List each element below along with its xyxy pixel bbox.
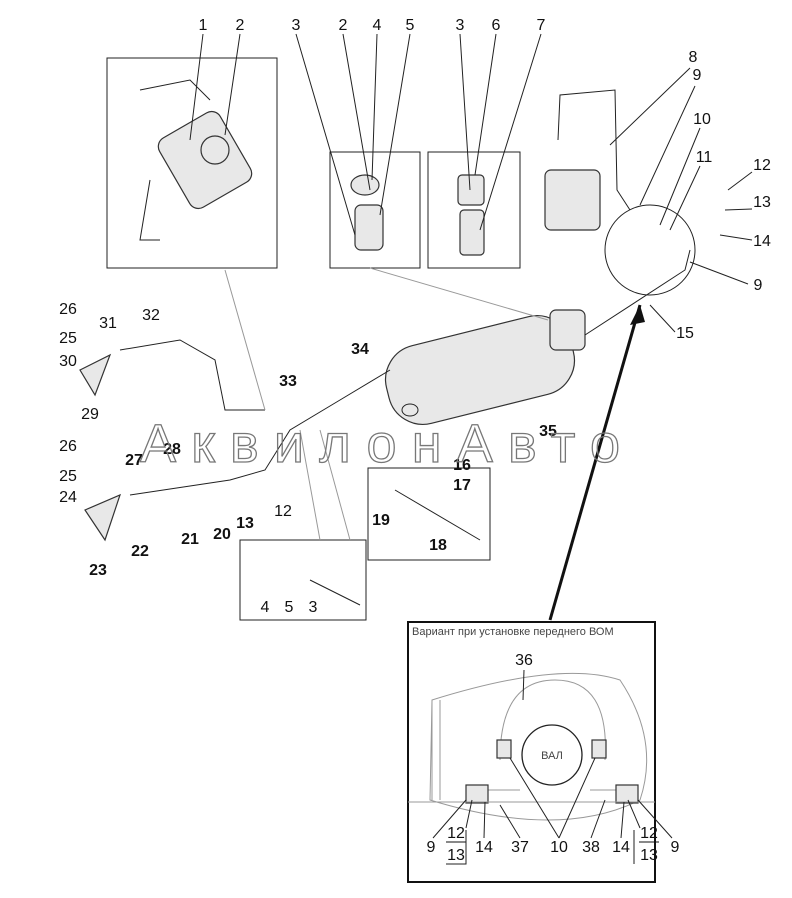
callout: 34 bbox=[351, 341, 369, 358]
callout: 4 bbox=[373, 17, 382, 34]
callout: 5 bbox=[285, 599, 294, 616]
callout: 2 bbox=[236, 17, 245, 34]
callout: 13 bbox=[447, 847, 465, 864]
detail-box-coupling bbox=[367, 467, 491, 561]
callout: 13 bbox=[640, 847, 658, 864]
callout: 5 bbox=[406, 17, 415, 34]
callout: 13 bbox=[753, 194, 771, 211]
callout: 19 bbox=[372, 512, 390, 529]
callout: 9 bbox=[693, 67, 702, 84]
callout: 1 bbox=[199, 17, 208, 34]
callout: 22 bbox=[131, 543, 149, 560]
callout: 3 bbox=[309, 599, 318, 616]
fitting-drawing-b bbox=[457, 174, 485, 256]
callout: 9 bbox=[754, 277, 763, 294]
callout: 31 bbox=[99, 315, 117, 332]
callout: 13 bbox=[236, 515, 254, 532]
callout: 23 bbox=[89, 562, 107, 579]
detail-box-fitting-b bbox=[427, 151, 521, 269]
callout: 21 bbox=[181, 531, 199, 548]
shaft-circle bbox=[521, 724, 583, 786]
fitting-drawing-a bbox=[350, 174, 384, 251]
callout: 2 bbox=[339, 17, 348, 34]
callout: 3 bbox=[292, 17, 301, 34]
callout: 26 bbox=[59, 301, 77, 318]
callout: 12 bbox=[753, 157, 771, 174]
callout: 16 bbox=[453, 457, 471, 474]
callout: 27 bbox=[125, 452, 143, 469]
front-pto-inset: Вариант при установке переднего ВОМ ВАЛ … bbox=[407, 621, 680, 883]
inset-caption: Вариант при установке переднего ВОМ bbox=[412, 626, 614, 638]
callout: 32 bbox=[142, 307, 160, 324]
callout: 24 bbox=[59, 489, 77, 506]
callout: 7 bbox=[537, 17, 546, 34]
shaft-label: ВАЛ bbox=[541, 750, 563, 762]
callout: 30 bbox=[59, 353, 77, 370]
callout: 14 bbox=[753, 233, 771, 250]
callout: 20 bbox=[213, 526, 231, 543]
callout: 26 bbox=[59, 438, 77, 455]
callouts-top: 1 2 3 2 4 5 3 6 7 8 9 10 11 12 13 14 9 1… bbox=[189, 17, 771, 342]
callout: 3 bbox=[456, 17, 465, 34]
compressor-drawing bbox=[544, 89, 631, 231]
callout: 11 bbox=[696, 149, 713, 166]
callout: 9 bbox=[427, 839, 436, 856]
callout: 38 bbox=[582, 839, 600, 856]
callout: 9 bbox=[671, 839, 680, 856]
brake-valve-drawing bbox=[139, 79, 253, 241]
callout: 4 bbox=[261, 599, 270, 616]
callout: 14 bbox=[612, 839, 630, 856]
callout: 8 bbox=[689, 49, 698, 66]
callout: 28 bbox=[163, 441, 181, 458]
callout: 37 bbox=[511, 839, 529, 856]
detail-circle bbox=[604, 204, 696, 296]
callout: 25 bbox=[59, 468, 77, 485]
callout: 35 bbox=[539, 423, 557, 440]
callout: 10 bbox=[693, 111, 711, 128]
callout: 12 bbox=[274, 503, 292, 520]
callouts-main: 26 32 31 25 30 29 34 33 35 28 26 27 16 2… bbox=[59, 301, 557, 616]
callout: 33 bbox=[279, 373, 297, 390]
callout: 12 bbox=[447, 825, 465, 842]
callout: 18 bbox=[429, 537, 447, 554]
detail-box-hose bbox=[239, 539, 367, 621]
callout: 15 bbox=[676, 325, 694, 342]
callout: 17 bbox=[453, 477, 471, 494]
callout: 12 bbox=[640, 825, 658, 842]
callout: 14 bbox=[475, 839, 493, 856]
inset-pointer-arrow bbox=[548, 304, 642, 621]
detail-box-fitting-a bbox=[329, 151, 421, 269]
callout: 29 bbox=[81, 406, 99, 423]
arrowhead-icon bbox=[630, 305, 645, 325]
detail-box-valve bbox=[106, 57, 278, 269]
callout: 25 bbox=[59, 330, 77, 347]
callout: 10 bbox=[550, 839, 568, 856]
air-tank-drawing bbox=[384, 309, 586, 425]
callout: 36 bbox=[515, 652, 533, 669]
callout: 6 bbox=[492, 17, 501, 34]
pipelines bbox=[79, 249, 691, 606]
